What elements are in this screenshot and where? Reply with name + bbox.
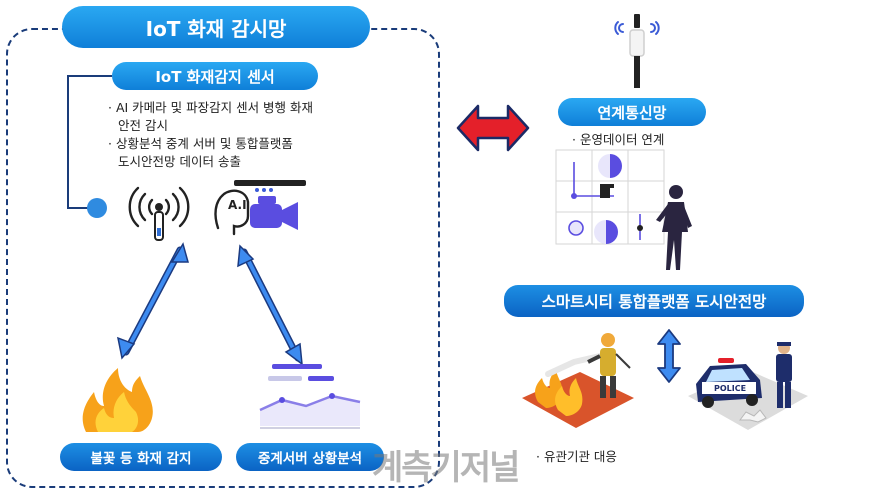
firefighter-scene-icon <box>522 333 634 428</box>
sensor-bullet: 도시안전망 데이터 송출 <box>118 154 241 169</box>
connector-dot <box>87 198 107 218</box>
link-network-bullet: · 운영데이터 연계 <box>572 132 665 147</box>
main-title: IoT 화재 감시망 <box>62 6 370 48</box>
flame-detection-label: 불꽃 등 화재 감지 <box>60 443 222 471</box>
fire-icon <box>82 368 153 432</box>
link-network-label: 연계통신망 <box>558 98 706 126</box>
vertical-double-arrow <box>657 329 681 383</box>
sensor-bullet: · AI 카메라 및 파장감지 센서 병행 화재 <box>108 100 314 115</box>
smart-city-bullet: · 유관기관 대응 <box>536 449 617 464</box>
watermark-logo: 계측기저널 <box>372 448 520 488</box>
ai-camera-icon <box>214 180 306 236</box>
wireless-sensor-icon <box>128 186 190 241</box>
smart-city-label: 스마트시티 통합플랫폼 도시안전망 <box>504 285 804 317</box>
ai-badge: A.I <box>228 198 247 212</box>
server-chart-icon <box>259 364 361 429</box>
sensor-bullets: · AI 카메라 및 파장감지 센서 병행 화재 안전 감시 · 상황분석 중계… <box>108 99 313 171</box>
red-double-arrow <box>456 104 530 152</box>
sensor-label: IoT 화재감지 센서 <box>112 62 318 90</box>
police-car-text: POLICE <box>714 384 746 393</box>
person-figure-icon <box>656 185 692 270</box>
sensor-bullet: 안전 감시 <box>118 118 168 133</box>
relay-server-label: 중계서버 상황분석 <box>236 443 384 471</box>
data-grid-icon <box>555 149 665 245</box>
sensor-bullet: · 상황분석 중계 서버 및 통합플랫폼 <box>108 136 293 151</box>
police-scene-icon: POLICE <box>688 342 808 430</box>
antenna-device-icon <box>614 14 660 88</box>
